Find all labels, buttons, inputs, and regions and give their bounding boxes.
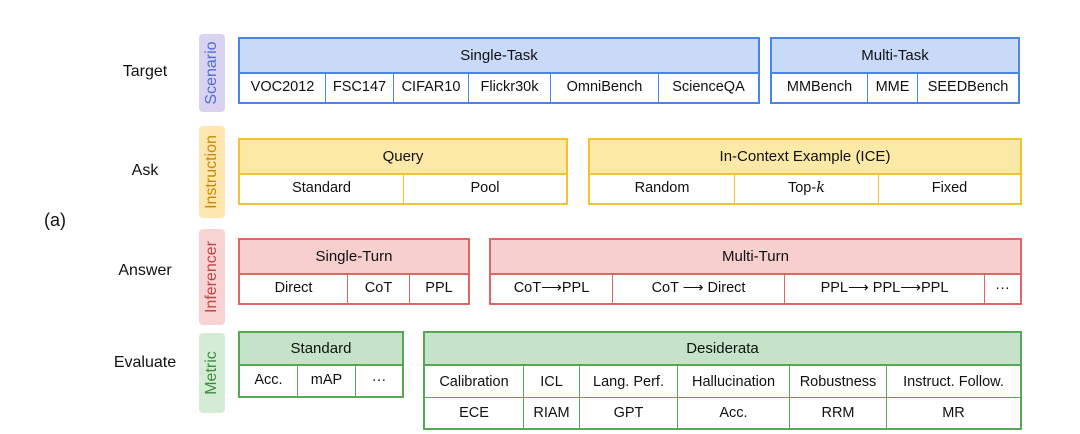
desiderata-calibration: Calibration xyxy=(425,366,524,397)
metric-acc: Acc. xyxy=(240,364,298,396)
metric-rrm: RRM xyxy=(790,397,887,428)
ice-fixed: Fixed xyxy=(931,180,968,196)
instruction-standard: Standard xyxy=(240,173,404,203)
inferencer-cot-ppl: CoT⟶PPL xyxy=(491,273,613,303)
inferencer-direct: Direct xyxy=(240,273,348,303)
metric-map: mAP xyxy=(298,364,356,396)
scenario-omnibench: OmniBench xyxy=(551,72,659,102)
scenario-flickr30k: Flickr30k xyxy=(469,72,551,102)
metric-ece: ECE xyxy=(425,397,524,428)
instruction-pool: Pool xyxy=(470,180,500,196)
metric-mr: MR xyxy=(887,397,1020,428)
desiderata-header: Desiderata xyxy=(425,333,1020,366)
multi-task-header: Multi-Task xyxy=(772,39,1018,74)
inferencer-tag: Inferencer xyxy=(199,229,225,325)
multi-turn-header: Multi-Turn xyxy=(491,240,1020,275)
ice-topk-label: Top- xyxy=(787,180,817,196)
scenario-mmbench: MMBench xyxy=(772,72,868,102)
query-box: Query Standard Pool xyxy=(238,138,568,205)
standard-metric-box: Standard Acc. mAP ··· xyxy=(238,331,404,398)
ice-box: In-Context Example (ICE) Random Top-k Fi… xyxy=(588,138,1022,205)
metric-tag: Metric xyxy=(199,333,225,413)
panel-label: (a) xyxy=(44,210,66,230)
standard-metric-header: Standard xyxy=(240,333,402,366)
ice-header: In-Context Example (ICE) xyxy=(590,140,1020,175)
inferencer-cot: CoT xyxy=(348,273,410,303)
scenario-seedbench: SEEDBench xyxy=(927,79,1009,95)
scenario-tag: Scenario xyxy=(199,34,225,112)
scenario-cifar10: CIFAR10 xyxy=(394,72,469,102)
desiderata-instruct-follow: Instruct. Follow. xyxy=(903,373,1004,390)
single-task-header: Single-Task xyxy=(240,39,758,74)
ice-random: Random xyxy=(590,173,735,203)
inferencer-ppl: PPL xyxy=(425,280,453,296)
row-label-answer: Answer xyxy=(118,262,172,279)
desiderata-lang-perf: Lang. Perf. xyxy=(580,366,678,397)
ice-topk-var: k xyxy=(816,180,825,196)
inferencer-ppl-ppl-ppl: PPL⟶ PPL⟶PPL xyxy=(785,273,985,303)
desiderata-grid: Calibration ICL Lang. Perf. Hallucinatio… xyxy=(425,366,1020,428)
instruction-tag-text: Instruction xyxy=(203,135,220,209)
multi-turn-box: Multi-Turn CoT⟶PPL CoT ⟶ Direct PPL⟶ PPL… xyxy=(489,238,1022,305)
desiderata-icl: ICL xyxy=(524,366,580,397)
query-header: Query xyxy=(240,140,566,175)
single-turn-box: Single-Turn Direct CoT PPL xyxy=(238,238,470,305)
scenario-voc2012: VOC2012 xyxy=(240,72,326,102)
single-turn-header: Single-Turn xyxy=(240,240,468,275)
metric-riam: RIAM xyxy=(524,397,580,428)
metric-tag-text: Metric xyxy=(203,351,220,395)
row-label-ask: Ask xyxy=(131,162,159,179)
inferencer-tag-text: Inferencer xyxy=(203,240,220,314)
multi-task-box: Multi-Task MMBench MME SEEDBench xyxy=(770,37,1020,104)
instruction-tag: Instruction xyxy=(199,126,225,218)
row-label-evaluate: Evaluate xyxy=(113,354,177,371)
ice-topk: Top-k xyxy=(735,173,879,203)
scenario-fsc147: FSC147 xyxy=(326,72,394,102)
metric-hallucination-acc: Acc. xyxy=(678,397,790,428)
desiderata-box: Desiderata Calibration ICL Lang. Perf. H… xyxy=(423,331,1022,430)
scenario-mme: MME xyxy=(868,72,918,102)
metric-ellipsis: ··· xyxy=(371,372,387,388)
scenario-tag-text: Scenario xyxy=(203,41,220,105)
desiderata-hallucination: Hallucination xyxy=(678,366,790,397)
metric-gpt: GPT xyxy=(580,397,678,428)
scenario-scienceqa: ScienceQA xyxy=(672,79,745,95)
single-task-box: Single-Task VOC2012 FSC147 CIFAR10 Flick… xyxy=(238,37,760,104)
desiderata-robustness: Robustness xyxy=(790,366,887,397)
inferencer-ellipsis: ··· xyxy=(995,280,1010,296)
inferencer-cot-direct: CoT ⟶ Direct xyxy=(613,273,785,303)
row-label-target: Target xyxy=(122,63,168,80)
